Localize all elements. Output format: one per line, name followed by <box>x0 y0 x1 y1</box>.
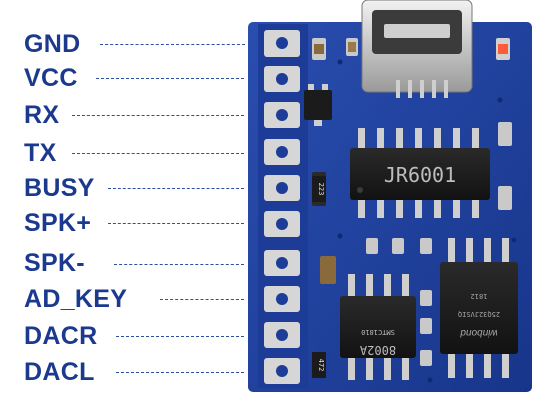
pin-label-dacl: DACL <box>24 358 95 386</box>
pin-label-gnd: GND <box>24 30 81 58</box>
resistor-223-label: 223 <box>317 183 325 196</box>
pin-label-spk-plus: SPK+ <box>24 209 92 237</box>
pin-pads <box>264 30 300 384</box>
pin-hole-busy <box>276 182 288 194</box>
resistor-472: 472 <box>312 352 326 378</box>
pin-label-rx: RX <box>24 101 60 129</box>
pin-hole-dacl <box>276 365 288 377</box>
pin-label-tx: TX <box>24 139 57 167</box>
chip-winbond-flash: 1812 25Q32JVSIQ winbond <box>440 238 518 378</box>
resistor-223: 223 <box>312 176 326 202</box>
board-vias <box>337 59 517 383</box>
leader-line-vcc <box>96 78 244 79</box>
chip-8002a: SMTC1810 8002A <box>340 274 416 380</box>
leader-line-gnd <box>100 44 245 45</box>
leader-line-tx <box>72 153 244 154</box>
pin-hole-spk-minus <box>276 257 288 269</box>
pin-hole-spk-plus <box>276 218 288 230</box>
leader-line-spk-minus <box>114 264 244 265</box>
smd-components <box>304 38 512 366</box>
leader-line-dacr <box>116 336 244 337</box>
pin-label-dacr: DACR <box>24 322 98 350</box>
pin-hole-dacr <box>276 329 288 341</box>
pin-hole-gnd <box>276 37 288 49</box>
chip-jr6001: JR6001 <box>350 128 490 218</box>
leader-line-spk-plus <box>108 223 244 224</box>
micro-usb-connector <box>361 0 473 98</box>
pin-label-vcc: VCC <box>24 64 78 92</box>
pin-hole-ad-key <box>276 293 288 305</box>
pin-label-busy: BUSY <box>24 174 95 202</box>
pin-hole-vcc <box>276 73 288 85</box>
leader-line-busy <box>108 188 244 189</box>
pin-label-spk-minus: SPK- <box>24 249 85 277</box>
chip-8002a-line2: SMTC1810 <box>361 328 395 336</box>
chip-winbond-brand: winbond <box>460 327 498 338</box>
chip-winbond-line2: 1812 <box>471 292 488 300</box>
leader-line-rx <box>72 115 244 116</box>
chip-winbond-line1: 25Q32JVSIQ <box>458 310 500 318</box>
leader-line-ad-key <box>160 299 244 300</box>
pin-hole-tx <box>276 146 288 158</box>
chip-8002a-line1: 8002A <box>359 343 396 357</box>
leader-line-dacl <box>116 372 244 373</box>
resistor-472-label: 472 <box>317 359 325 372</box>
chip-jr6001-marking: JR6001 <box>384 163 456 187</box>
pin-hole-rx <box>276 109 288 121</box>
pin-label-ad-key: AD_KEY <box>24 285 128 313</box>
